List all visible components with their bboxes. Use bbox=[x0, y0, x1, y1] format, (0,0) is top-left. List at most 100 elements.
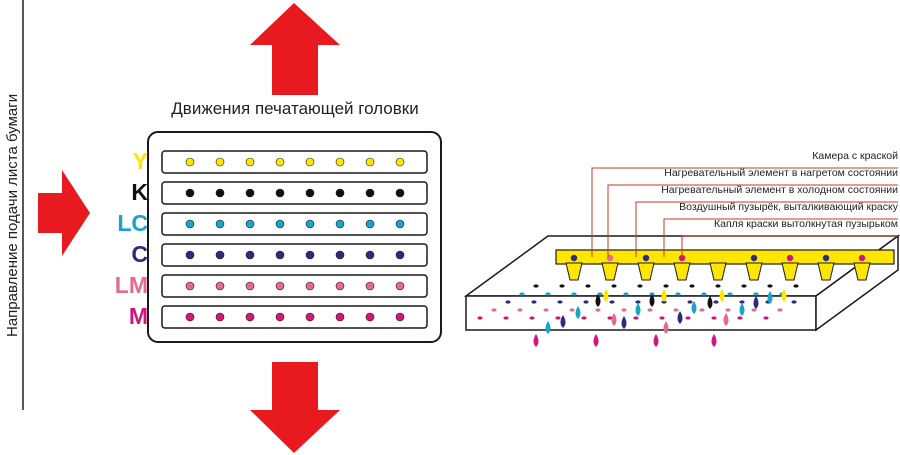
nozzle-hole bbox=[585, 284, 591, 288]
nozzle-hole bbox=[595, 308, 601, 312]
ink-chamber bbox=[601, 262, 619, 281]
ink-drop bbox=[753, 296, 759, 309]
ink-drop bbox=[653, 334, 659, 347]
paper-feed-arrow bbox=[38, 170, 90, 256]
ink-drop bbox=[719, 289, 725, 302]
chamber-ink-dot bbox=[642, 254, 650, 262]
nozzle-hole bbox=[659, 316, 665, 320]
nozzle-dot bbox=[215, 281, 225, 291]
head-down-arrow bbox=[250, 362, 340, 453]
nozzle-dot bbox=[335, 250, 345, 260]
chamber-ink-dot bbox=[786, 254, 794, 262]
nozzle-dot bbox=[275, 312, 285, 322]
callout-lines bbox=[591, 167, 898, 257]
nozzle-hole bbox=[701, 292, 707, 296]
nozzle-dot bbox=[185, 219, 195, 229]
nozzle-row bbox=[161, 243, 428, 267]
nozzle-dot bbox=[395, 312, 405, 322]
ink-label-c: C bbox=[131, 241, 148, 267]
nozzle-hole bbox=[597, 292, 603, 296]
ink-drop bbox=[611, 313, 617, 326]
chamber-ink-dot bbox=[822, 254, 830, 262]
nozzle-hole bbox=[609, 300, 615, 304]
callout-leader bbox=[663, 218, 898, 257]
ink-chamber bbox=[817, 262, 835, 281]
nozzle-dot bbox=[305, 188, 315, 198]
chamber-ink-dot bbox=[750, 254, 758, 262]
ink-drop bbox=[661, 289, 667, 302]
nozzle-dot bbox=[215, 157, 225, 167]
nozzle-hole bbox=[581, 316, 587, 320]
callout-leader bbox=[635, 201, 898, 257]
nozzle-dot bbox=[185, 312, 195, 322]
ink-chamber bbox=[673, 262, 691, 281]
nozzle-dot bbox=[395, 250, 405, 260]
callout-leader bbox=[681, 235, 898, 257]
ink-label-m: M bbox=[128, 303, 148, 329]
nozzle-hole bbox=[687, 300, 693, 304]
nozzle-dot bbox=[365, 250, 375, 260]
ink-drop bbox=[560, 315, 566, 328]
ink-drop bbox=[711, 334, 717, 347]
nozzle-hole bbox=[689, 284, 695, 288]
nozzle-dot bbox=[305, 219, 315, 229]
nozzle-dot bbox=[275, 281, 285, 291]
nozzle-dot bbox=[185, 188, 195, 198]
nozzle-hole bbox=[713, 300, 719, 304]
nozzle-dot bbox=[215, 188, 225, 198]
ink-drop bbox=[707, 296, 713, 309]
nozzle-dot bbox=[305, 281, 315, 291]
nozzle-dot bbox=[245, 188, 255, 198]
nozzle-dot bbox=[245, 250, 255, 260]
nozzle-dot bbox=[275, 250, 285, 260]
nozzle-dot bbox=[275, 157, 285, 167]
ink-drop bbox=[677, 311, 683, 324]
nozzle-dot bbox=[395, 281, 405, 291]
nozzle-hole bbox=[519, 292, 525, 296]
nozzle-hole bbox=[741, 284, 747, 288]
callout-leader bbox=[607, 184, 898, 257]
nozzle-hole bbox=[777, 308, 783, 312]
ink-drop bbox=[767, 291, 773, 304]
nozzle-hole bbox=[751, 308, 757, 312]
nozzle-hole bbox=[503, 316, 509, 320]
nozzle-hole bbox=[555, 316, 561, 320]
callout-label: Нагревательный элемент в холодном состоя… bbox=[661, 184, 898, 196]
nozzle-hole bbox=[635, 300, 641, 304]
nozzle-dot bbox=[365, 157, 375, 167]
ink-drop bbox=[621, 316, 627, 329]
nozzle-dot bbox=[245, 312, 255, 322]
nozzle-dot bbox=[365, 188, 375, 198]
nozzle-hole bbox=[607, 316, 613, 320]
nozzle-dot bbox=[185, 281, 195, 291]
nozzle-hole bbox=[637, 284, 643, 288]
nozzle-dot bbox=[395, 188, 405, 198]
nozzle-rows bbox=[161, 150, 428, 329]
nozzle-hole bbox=[543, 308, 549, 312]
nozzle-dot bbox=[215, 219, 225, 229]
ink-label-y: Y bbox=[132, 148, 148, 174]
ink-label-k: K bbox=[131, 179, 148, 205]
nozzle-dot bbox=[185, 250, 195, 260]
nozzle-hole bbox=[675, 292, 681, 296]
head-movement-title: Движения печатающей головки bbox=[171, 99, 419, 118]
ink-drop bbox=[603, 289, 609, 302]
nozzle-hole bbox=[663, 284, 669, 288]
nozzle-hole bbox=[505, 300, 511, 304]
nozzle-dot bbox=[215, 312, 225, 322]
nozzle-hole bbox=[753, 292, 759, 296]
nozzle-hole bbox=[583, 300, 589, 304]
nozzle-hole bbox=[793, 284, 799, 288]
nozzle-hole bbox=[737, 316, 743, 320]
callout-label: Капля краски вытолкнутая пузырьком bbox=[714, 218, 898, 230]
ink-drop bbox=[739, 303, 745, 316]
chamber-ink-dot bbox=[714, 254, 722, 262]
ink-drop bbox=[663, 321, 669, 334]
head-cross-section bbox=[463, 234, 900, 347]
nozzle-dot bbox=[365, 312, 375, 322]
nozzle-row bbox=[161, 305, 428, 329]
nozzle-hole bbox=[739, 300, 745, 304]
nozzle-hole bbox=[685, 316, 691, 320]
